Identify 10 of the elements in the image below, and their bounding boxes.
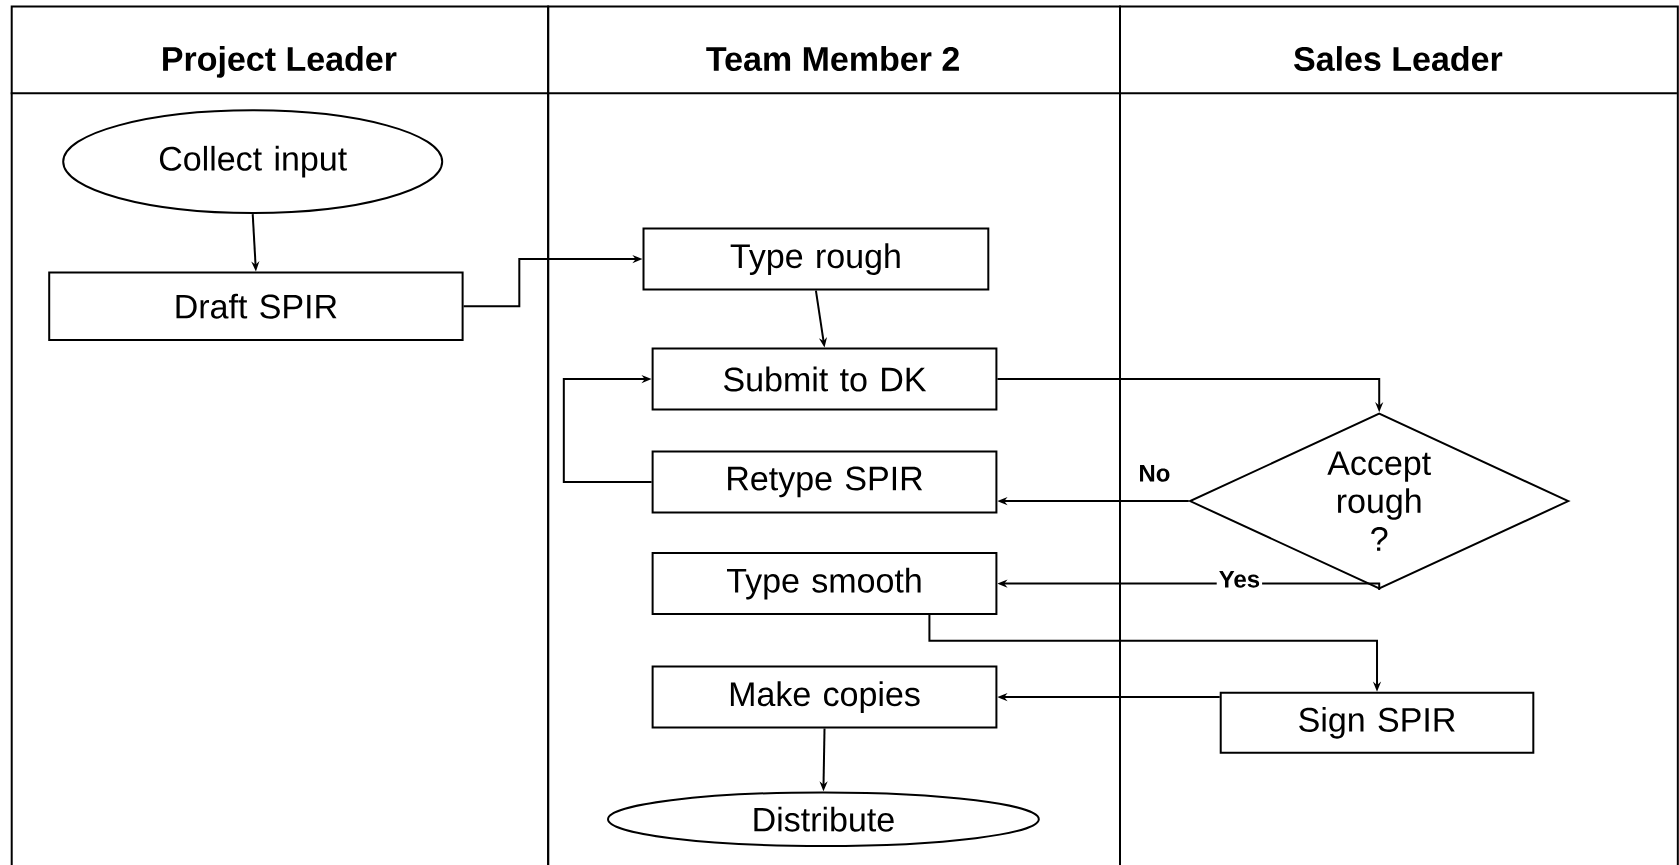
process-box: Submit to DK — [651, 347, 998, 411]
edge-label: Yes — [1219, 570, 1260, 588]
arrow — [562, 374, 653, 483]
edge-label: No — [1140, 464, 1170, 482]
process-box: Type rough — [642, 227, 990, 291]
process-box: Type smooth — [651, 552, 998, 616]
process-box: Sign SPIR — [1219, 691, 1535, 754]
process-box: Retype SPIR — [651, 450, 998, 514]
process-box: Make copies — [651, 665, 998, 729]
process-box: Draft SPIR — [48, 271, 464, 341]
